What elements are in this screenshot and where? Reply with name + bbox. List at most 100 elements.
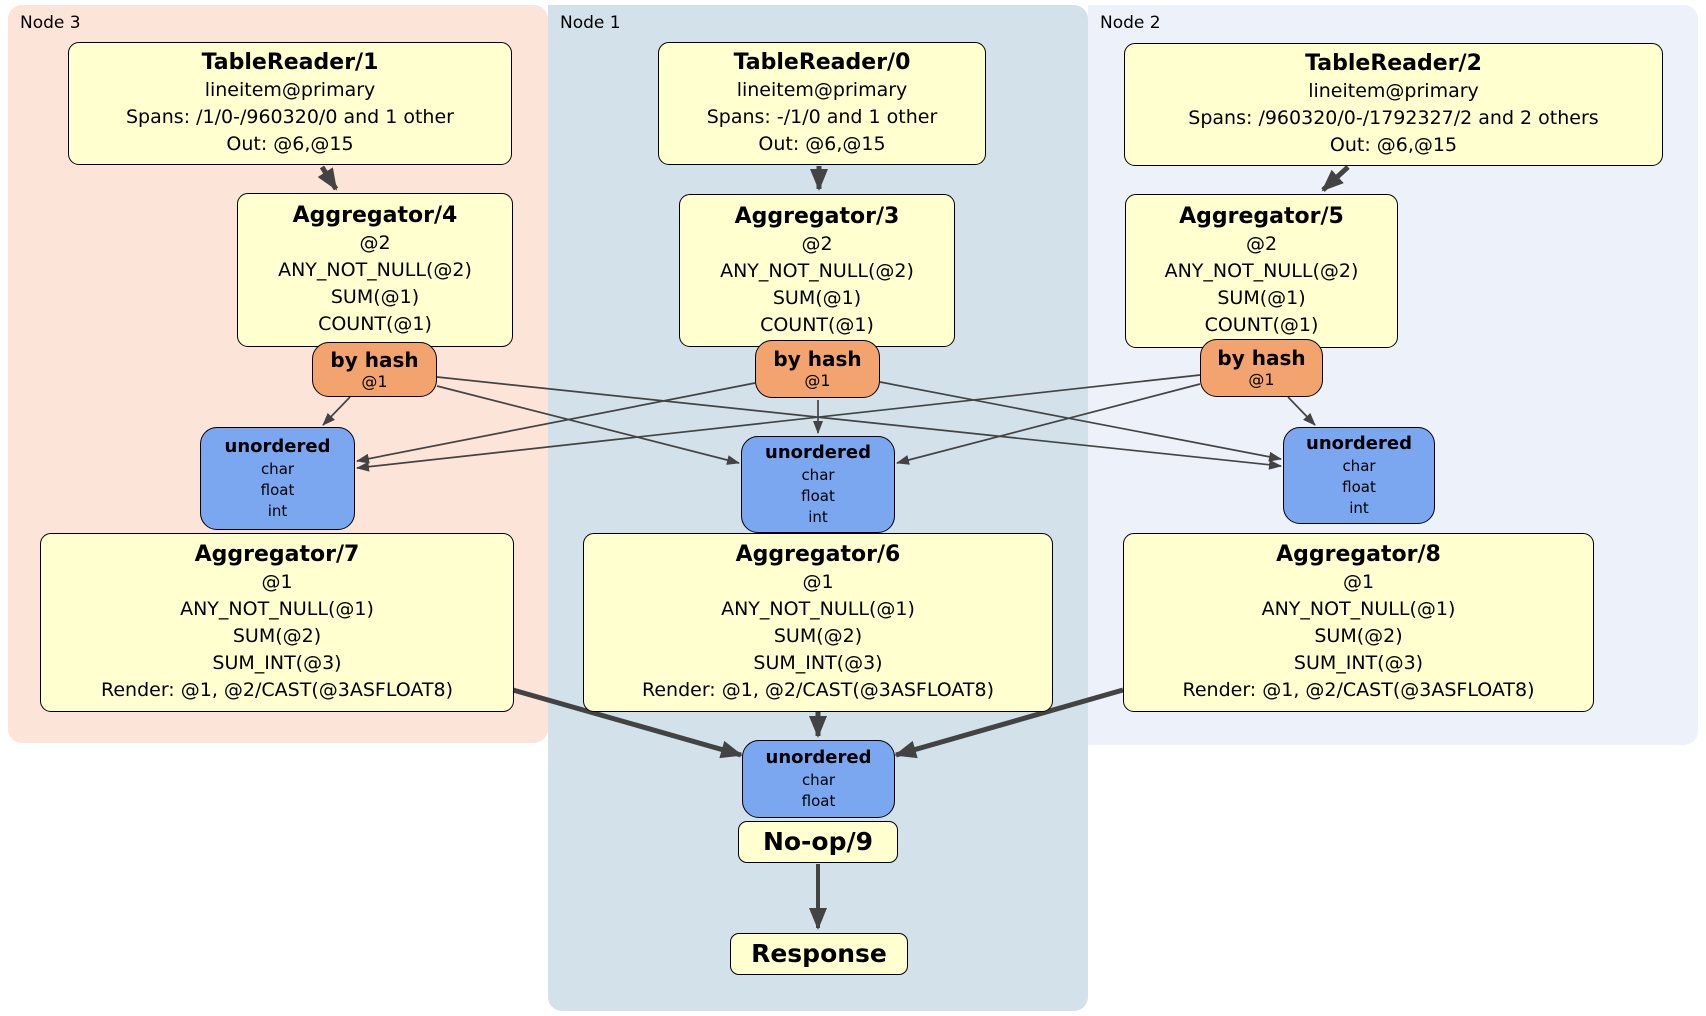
sync-type: char [1342,457,1376,475]
processor-detail: SUM(@2) [773,625,863,647]
processor-aggregator-4: Aggregator/4 @2 ANY_NOT_NULL(@2) SUM(@1)… [237,193,513,347]
router-column: @1 [361,371,388,391]
router-by-hash-node2: by hash @1 [1200,339,1323,397]
processor-title: Aggregator/3 [734,203,900,229]
processor-aggregator-3: Aggregator/3 @2 ANY_NOT_NULL(@2) SUM(@1)… [679,194,955,347]
processor-detail: @1 [1342,571,1375,593]
processor-detail: Render: @1, @2/CAST(@3ASFLOAT8) [101,679,453,701]
processor-detail: COUNT(@1) [318,313,432,335]
processor-detail: Render: @1, @2/CAST(@3ASFLOAT8) [642,679,994,701]
processor-detail: ANY_NOT_NULL(@1) [721,598,915,620]
processor-detail: SUM_INT(@3) [212,652,342,674]
sync-title: unordered [1306,433,1412,454]
edge-hash3-to-un1 [436,385,740,465]
processor-aggregator-7: Aggregator/7 @1 ANY_NOT_NULL(@1) SUM(@2)… [40,533,514,712]
router-column: @1 [804,371,831,390]
sync-title: unordered [224,436,331,457]
processor-detail: @1 [261,571,293,593]
processor-noop-9: No-op/9 [738,821,898,863]
processor-detail: SUM(@1) [330,286,420,308]
processor-detail: @2 [1245,233,1278,255]
sync-type: char [801,466,835,484]
node3-label: Node 3 [20,13,81,33]
response-box: Response [730,933,908,975]
processor-detail: Spans: -/1/0 and 1 other [706,106,938,128]
edge-hash3-to-un2 [436,376,1282,470]
processor-title: Aggregator/4 [292,203,458,228]
sync-type: float [1342,478,1376,496]
node1-label: Node 1 [560,13,621,33]
processor-tablereader-0: TableReader/0 lineitem@primary Spans: -/… [658,42,986,165]
processor-title: TableReader/0 [733,50,911,75]
sync-type: int [808,508,828,526]
processor-tablereader-2: TableReader/2 lineitem@primary Spans: /9… [1124,43,1663,166]
response-title: Response [751,939,887,968]
processor-detail: SUM(@2) [1314,625,1403,647]
processor-detail: SUM(@2) [232,625,322,647]
edge-hash2-to-un1 [896,383,1201,465]
edge-hash1-to-un3 [356,382,756,464]
processor-tablereader-1: TableReader/1 lineitem@primary Spans: /1… [68,42,512,165]
processor-detail: @2 [359,232,391,254]
edge-hash3-to-un3 [322,396,351,426]
processor-detail: Out: @6,@15 [1329,134,1458,156]
processor-detail: ANY_NOT_NULL(@1) [1261,598,1456,620]
processor-title: TableReader/1 [201,50,379,75]
sync-title: unordered [765,747,872,768]
edge-hash2-to-un2 [1287,396,1316,426]
sync-type: float [801,792,836,810]
processor-title: No-op/9 [762,827,874,856]
sync-unordered-node1: unordered char float int [741,436,895,533]
processor-detail: Render: @1, @2/CAST(@3ASFLOAT8) [1182,679,1535,701]
processor-detail: @2 [801,232,833,255]
processor-detail: SUM(@1) [1217,287,1306,309]
processor-detail: SUM_INT(@3) [1293,652,1424,674]
processor-title: Aggregator/8 [1276,542,1441,567]
processor-detail: SUM_INT(@3) [753,652,883,674]
node2-label: Node 2 [1100,13,1161,33]
edge-tr2-to-agg5 [1321,165,1350,192]
processor-detail: Out: @6,@15 [226,133,354,155]
router-by-hash-node3: by hash @1 [312,342,437,397]
processor-detail: COUNT(@1) [760,313,874,336]
edge-hash1-to-un2 [879,381,1282,462]
processor-detail: lineitem@primary [204,79,376,101]
sync-type: char [801,771,836,789]
processor-detail: SUM(@1) [772,286,862,309]
processor-detail: ANY_NOT_NULL(@2) [278,259,472,281]
processor-title: TableReader/2 [1305,51,1482,76]
edge-agg8-to-final [894,687,1124,759]
sync-type: float [260,481,295,499]
processor-aggregator-6: Aggregator/6 @1 ANY_NOT_NULL(@1) SUM(@2)… [583,533,1053,712]
processor-detail: ANY_NOT_NULL(@2) [720,259,914,282]
processor-detail: lineitem@primary [736,79,908,101]
processor-detail: lineitem@primary [1308,80,1479,102]
processor-detail: ANY_NOT_NULL(@1) [180,598,374,620]
sync-unordered-node2: unordered char float int [1283,427,1435,524]
sync-unordered-node3: unordered char float int [200,427,355,530]
sync-unordered-final: unordered char float [742,740,895,818]
router-by-hash-node1: by hash @1 [755,340,880,398]
processor-detail: Spans: /1/0-/960320/0 and 1 other [126,106,454,128]
sync-type: int [267,502,288,520]
sync-type: int [1349,499,1369,517]
processor-detail: COUNT(@1) [1204,314,1319,336]
sync-type: float [801,487,835,505]
edge-tr1-to-agg4 [317,165,339,191]
sync-type: char [260,460,295,478]
processor-detail: Spans: /960320/0-/1792327/2 and 2 others [1188,107,1599,129]
processor-aggregator-5: Aggregator/5 @2 ANY_NOT_NULL(@2) SUM(@1)… [1125,194,1398,348]
processor-title: Aggregator/6 [735,542,901,567]
processor-title: Aggregator/5 [1179,204,1344,229]
processor-detail: @1 [802,571,834,593]
processor-aggregator-8: Aggregator/8 @1 ANY_NOT_NULL(@1) SUM(@2)… [1123,533,1594,712]
edge-hash2-to-un3 [356,374,1201,472]
router-title: by hash [773,347,862,371]
router-title: by hash [330,347,419,372]
router-column: @1 [1248,370,1275,389]
edge-agg7-to-final [512,687,743,759]
sync-title: unordered [765,442,871,463]
processor-detail: Out: @6,@15 [758,133,886,155]
